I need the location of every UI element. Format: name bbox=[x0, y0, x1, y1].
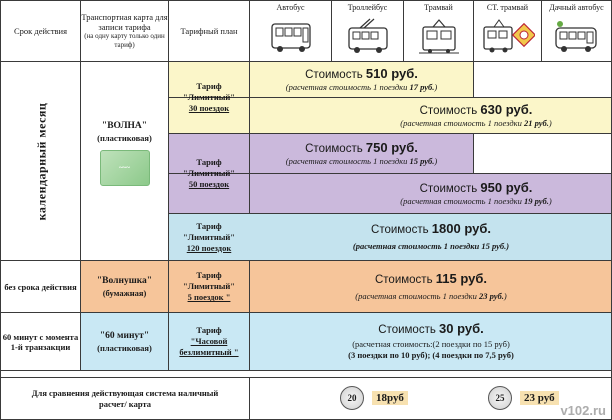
card-volnushka: "Волнушка" (бумажная) bbox=[96, 275, 153, 298]
price-30: Стоимость 30 руб. (расчетная стоимость:(… bbox=[348, 321, 514, 361]
vehicle-tram: Трамвай bbox=[404, 1, 473, 61]
price-750-bg bbox=[249, 133, 473, 173]
vehicle-trolleybus: Троллейбус bbox=[332, 1, 403, 61]
plan-limited-50: Тариф "Лимитный" 50 поездок bbox=[183, 157, 235, 189]
tram-icon bbox=[418, 19, 459, 54]
period-calendar-month: календарный месяц bbox=[34, 102, 49, 221]
price-115: Стоимость 115 руб. (расчетная стоимость … bbox=[355, 270, 507, 301]
volna-card-image: ~~~ bbox=[99, 150, 150, 186]
plan-limited-30: Тариф "Лимитный" 30 поездок bbox=[183, 81, 235, 113]
price-950-bg bbox=[249, 173, 612, 213]
express-tram-icon bbox=[482, 19, 535, 53]
trolleybus-icon bbox=[347, 18, 388, 53]
bus-icon bbox=[270, 23, 311, 52]
price-750: Стоимость 750 руб. (расчетная стоимость … bbox=[285, 139, 438, 166]
vehicle-express-tram: СТ. трамвай bbox=[474, 1, 541, 61]
watermark: v102.ru bbox=[560, 403, 606, 418]
plan-limited-120: Тариф "Лимитный" 120 поездок bbox=[183, 220, 235, 253]
plan-120-bg bbox=[168, 213, 612, 260]
price-630: Стоимость 630 руб. (расчетная стоимость … bbox=[400, 101, 552, 128]
period-no-expiry: без срока действия bbox=[4, 281, 77, 292]
vehicle-bus: Автобус bbox=[250, 1, 331, 61]
price-510-bg bbox=[249, 61, 473, 97]
vehicle-country-bus: Дачный автобус bbox=[542, 1, 611, 61]
price-510: Стоимость 510 руб. (расчетная стоимость … bbox=[285, 65, 438, 92]
period-col-header: Срок действия bbox=[13, 26, 68, 36]
comparison-label: Для сравнения действующая система наличн… bbox=[31, 387, 219, 409]
card-60-minutes: "60 минут" (пластиковая) bbox=[97, 330, 152, 353]
plan-hourly-unlimited: Тариф "Часовой безлимитный " bbox=[179, 325, 239, 357]
country-bus-icon bbox=[554, 21, 597, 52]
price-1800: Стоимость 1800 руб. (расчетная стоимость… bbox=[352, 221, 510, 252]
card-col-header: Транспортная карта для записи тарифа (на… bbox=[81, 12, 168, 49]
period-60-minutes: 60 минут с момента 1-й транзакции bbox=[2, 331, 79, 352]
plan-limited-5: Тариф "Лимитный" 5 поездок " bbox=[183, 270, 235, 302]
price-630-bg bbox=[249, 97, 612, 133]
price-950: Стоимость 950 руб. (расчетная стоимость … bbox=[400, 179, 552, 206]
plan-col-header: Тарифный план bbox=[180, 26, 238, 36]
coin-icon: 25 bbox=[488, 386, 512, 410]
comparison-bus-fare: 20 18руб bbox=[340, 380, 440, 416]
comparison-tram-fare: 25 23 руб bbox=[488, 380, 598, 416]
coin-icon: 20 bbox=[340, 386, 364, 410]
card-volna: "ВОЛНА" (пластиковая) ~~~ bbox=[81, 62, 168, 260]
